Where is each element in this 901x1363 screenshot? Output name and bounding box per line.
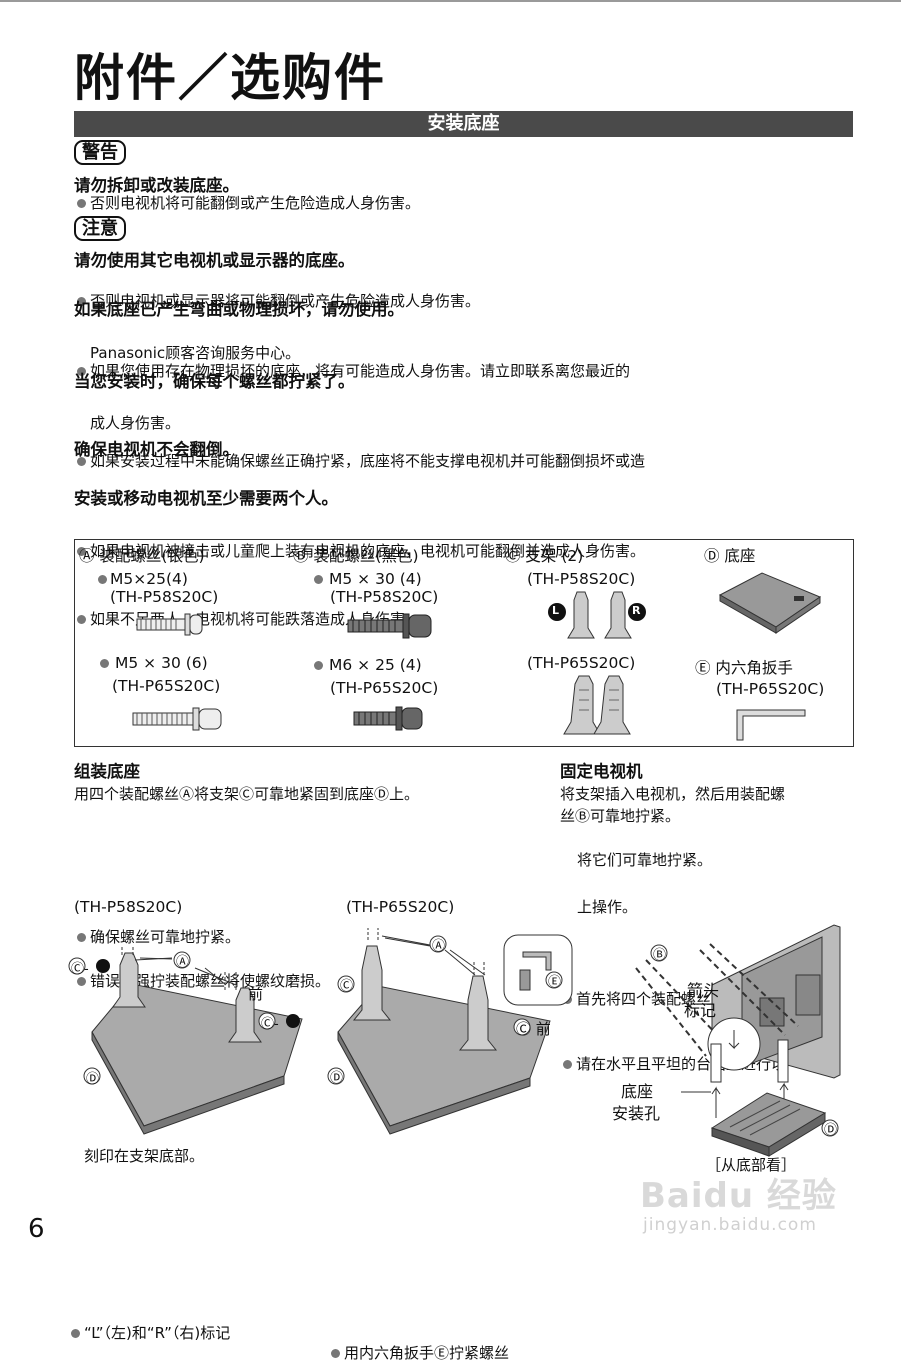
warning-bullet: 否则电视机将可能翻倒或产生危险造成人身伤害。	[76, 193, 901, 213]
diagram1-label-d: Ⓓ	[86, 1072, 100, 1087]
part-b-label: Ⓑ 装配螺丝(黑色)	[293, 547, 419, 565]
diagram3-hole-2: 安装孔	[612, 1104, 661, 1123]
watermark-url: jingyan.baidu.com	[643, 1215, 817, 1235]
hex-key-e-icon	[736, 709, 806, 741]
part-e-label: Ⓔ 内六角扳手	[695, 659, 793, 677]
diagram3-label-b: Ⓑ	[653, 948, 667, 963]
caution-heading-2: 如果底座已产生弯曲或物理损坏，请勿使用。	[74, 300, 404, 319]
caution-heading-3: 当您安装时，确保每个螺丝都拧紧了。	[74, 372, 355, 391]
diagram1-label-c-l: Ⓒ-	[261, 1017, 279, 1032]
screw-a1-icon	[136, 613, 203, 636]
assemble-text: 用四个装配螺丝Ⓐ将支架Ⓒ可靠地紧固到底座Ⓓ上。	[74, 785, 420, 803]
diagram3-hole-1: 底座	[621, 1082, 654, 1101]
part-c-model1: (TH-P58S20C)	[527, 570, 636, 588]
diagram1-model: (TH-P58S20C)	[74, 898, 183, 916]
part-b-model2: (TH-P65S20C)	[330, 679, 439, 697]
part-a-model2: (TH-P65S20C)	[112, 677, 221, 695]
diagram1-label-a: Ⓐ	[176, 955, 190, 970]
caution-bullet-2-cont: Panasonic顾客咨询服务中心。	[90, 344, 301, 362]
part-a-spec2: M5 × 30 (6)	[100, 654, 208, 672]
fixtv-text-2: 丝Ⓑ可靠地拧紧。	[560, 807, 681, 825]
part-b-spec1: M5 × 30 (4)	[314, 570, 422, 588]
part-d-label: Ⓓ 底座	[704, 547, 756, 565]
fixtv-bullet-2-cont: 上操作。	[577, 898, 638, 916]
diagram2-label-c: Ⓒ	[340, 979, 354, 994]
page-title: 附件／选购件	[74, 49, 386, 107]
diagram3-bottom-view: ［从底部看］	[706, 1156, 797, 1174]
part-b-model1: (TH-P58S20C)	[330, 588, 439, 606]
caution-bullet-1: 否则电视机或显示器将可能翻倒或产生危险造成人身伤害。	[76, 291, 901, 311]
part-c-model2: (TH-P65S20C)	[527, 654, 636, 672]
diagram1-note-a: “L”（左)和“R”（右)标记	[70, 1323, 901, 1343]
parts-drawings	[132, 572, 822, 741]
section-banner: 安装底座	[74, 111, 853, 137]
caution-heading-1: 请勿使用其它电视机或显示器的底座。	[74, 251, 355, 270]
fixtv-bullet-1-cont: 将它们可靠地拧紧。	[577, 851, 713, 869]
fixtv-heading: 固定电视机	[560, 762, 643, 781]
part-b-spec2: M6 × 25 (4)	[314, 656, 422, 674]
diagram1-label-c-r: Ⓒ-	[71, 962, 89, 977]
diagram2-label-c-front: Ⓒ 前	[516, 1020, 551, 1038]
caution-heading-4: 确保电视机不会翻倒。	[74, 440, 239, 459]
part-e-model: (TH-P65S20C)	[716, 680, 825, 698]
warning-tag: 警告	[74, 140, 126, 165]
diagram2-label-a: Ⓐ	[432, 939, 446, 954]
base-d-icon	[718, 572, 822, 634]
diagram2-note: 用内六角扳手Ⓔ拧紧螺丝	[330, 1343, 901, 1363]
parts-box	[74, 539, 854, 747]
part-c-label: Ⓒ 支架 (2)	[505, 547, 584, 565]
warning-heading: 请勿拆卸或改装底座。	[74, 176, 239, 195]
bracket-right-mark: R	[632, 604, 641, 617]
bracket-c-65-icon	[563, 675, 631, 735]
diagram3-drawing	[635, 924, 841, 1157]
diagram3-arrow-mark-1: 箭头	[687, 981, 720, 1000]
part-a-model1: (TH-P58S20C)	[110, 588, 219, 606]
screw-a2-icon	[132, 707, 222, 731]
assemble-heading: 组装底座	[74, 762, 140, 781]
diagram3-arrow-mark-2: 标记	[684, 1001, 717, 1020]
screw-b1-icon	[347, 613, 432, 639]
diagram1-label-front: 前	[248, 985, 264, 1003]
diagram2-model: (TH-P65S20C)	[346, 898, 455, 916]
fixtv-text-1: 将支架插入电视机，然后用装配螺	[560, 785, 786, 803]
watermark-logo: Baidu 经验	[640, 1176, 837, 1216]
diagram1-drawing	[68, 945, 303, 1135]
part-a-label: Ⓐ 装配螺丝(银色)	[79, 547, 205, 565]
caution-bullet-4: 如果电视机被撞击或儿童爬上装有电视机的底座，电视机可能翻倒并造成人身伤害。	[76, 541, 901, 561]
top-rule	[0, 0, 901, 2]
caution-bullet-3: 如果安装过程中未能确保螺丝正确拧紧，底座将不能支撑电视机并可能翻倒损坏或造	[76, 451, 901, 471]
bracket-c-58-icon	[548, 591, 646, 639]
caution-heading-5: 安装或移动电视机至少需要两个人。	[74, 489, 338, 508]
caution-bullet-2: 如果您使用存在物理损坏的底座，将有可能造成人身伤害。请立即联系离您最近的	[76, 361, 901, 381]
part-a-spec1: M5×25(4)	[98, 570, 188, 588]
screw-b2-icon	[353, 706, 423, 731]
diagram3-label-d: Ⓓ	[824, 1123, 838, 1138]
bracket-left-mark: L	[552, 604, 560, 617]
caution-bullet-3-cont: 成人身伤害。	[90, 414, 181, 432]
diagram2-drawing	[327, 928, 573, 1135]
page-number: 6	[28, 1214, 45, 1244]
diagram2-label-d: Ⓓ	[330, 1071, 344, 1086]
diagram1-note-b: 刻印在支架底部。	[84, 1147, 205, 1165]
caution-tag: 注意	[74, 216, 126, 241]
assemble-bullet-1: 确保螺丝可靠地拧紧。	[76, 927, 901, 947]
assemble-bullet-2: 错误的强拧装配螺丝将使螺纹磨损。	[76, 971, 901, 991]
diagram2-label-e: Ⓔ	[548, 975, 562, 990]
